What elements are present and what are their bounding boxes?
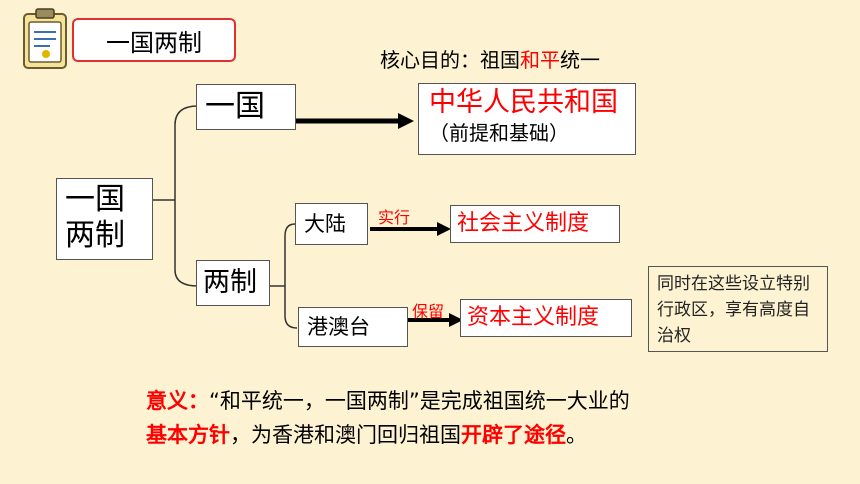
root-node: 一国 两制 bbox=[56, 178, 153, 260]
core-goal-highlight: 和平 bbox=[520, 48, 560, 72]
one-country-node: 一国 bbox=[196, 84, 296, 130]
prc-title: 中华人民共和国 bbox=[429, 87, 618, 118]
hkmt-node: 港澳台 bbox=[298, 307, 408, 347]
significance-line1: 意义：“和平统一，一国两制”是完成祖国统一大业的 bbox=[146, 389, 630, 413]
significance-line2: 基本方针，为香港和澳门回归祖国开辟了途径。 bbox=[146, 423, 587, 447]
prc-note: （前提和基础） bbox=[429, 121, 569, 145]
core-goal-prefix: 核心目的：祖国 bbox=[380, 48, 520, 72]
significance-label: 意义： bbox=[146, 389, 209, 413]
page-title: 一国两制 bbox=[106, 28, 202, 57]
root-node-line1: 一国 bbox=[65, 182, 125, 217]
hkmt-verb: 保留 bbox=[412, 302, 445, 321]
socialism-node: 社会主义制度 bbox=[450, 205, 620, 243]
clipboard-icon bbox=[20, 6, 70, 70]
root-node-line2: 两制 bbox=[65, 218, 125, 253]
core-goal-suffix: 统一 bbox=[560, 48, 600, 72]
significance-highlight-policy: 基本方针 bbox=[146, 423, 230, 447]
capitalism-node: 资本主义制度 bbox=[460, 299, 632, 337]
mainland-node: 大陆 bbox=[295, 203, 368, 245]
title-box: 一国两制 bbox=[72, 18, 236, 62]
core-goal: 核心目的：祖国和平统一 bbox=[380, 44, 600, 73]
significance-text: 意义：“和平统一，一国两制”是完成祖国统一大业的 基本方针，为香港和澳门回归祖国… bbox=[146, 384, 786, 452]
prc-node: 中华人民共和国 （前提和基础） bbox=[418, 83, 636, 155]
significance-highlight-path: 开辟了途径 bbox=[461, 423, 566, 447]
two-systems-node: 两制 bbox=[196, 260, 270, 306]
sar-note: 同时在这些设立特别行政区，享有高度自治权 bbox=[648, 266, 828, 352]
mainland-verb: 实行 bbox=[378, 208, 411, 227]
